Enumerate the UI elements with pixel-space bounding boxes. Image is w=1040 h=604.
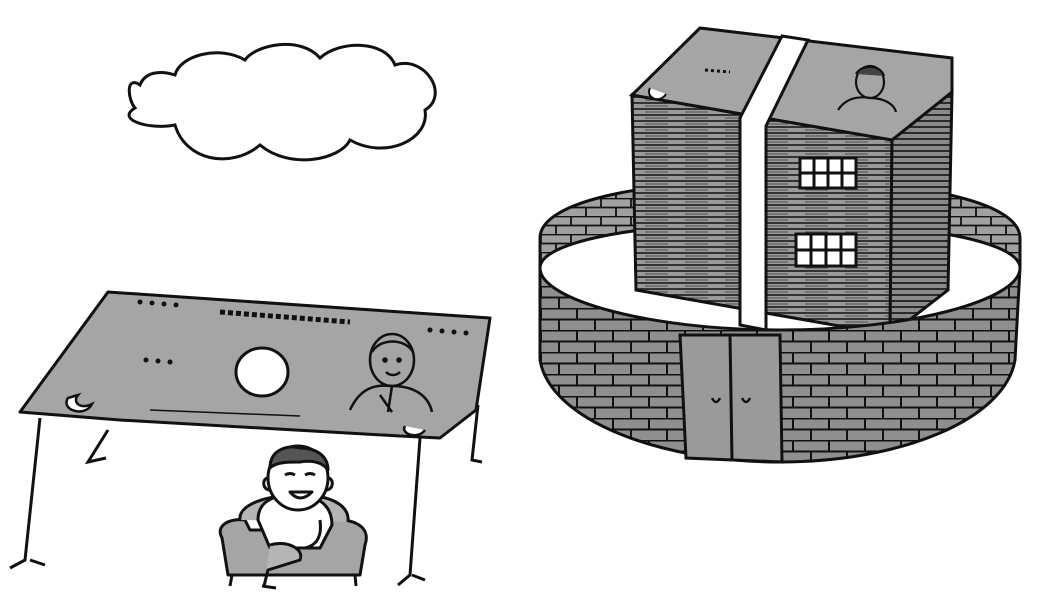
portrait-icon [348,332,434,413]
window-icon [798,156,858,190]
man-on-sofa [218,444,368,590]
stack-top-bill [628,26,954,142]
window-icon [794,232,858,268]
gate [678,333,784,464]
watermark-oval [234,346,290,398]
banknote-table [9,290,492,587]
cloud [127,42,437,162]
stone-wall-front [538,238,1022,464]
money-stack [628,26,954,339]
